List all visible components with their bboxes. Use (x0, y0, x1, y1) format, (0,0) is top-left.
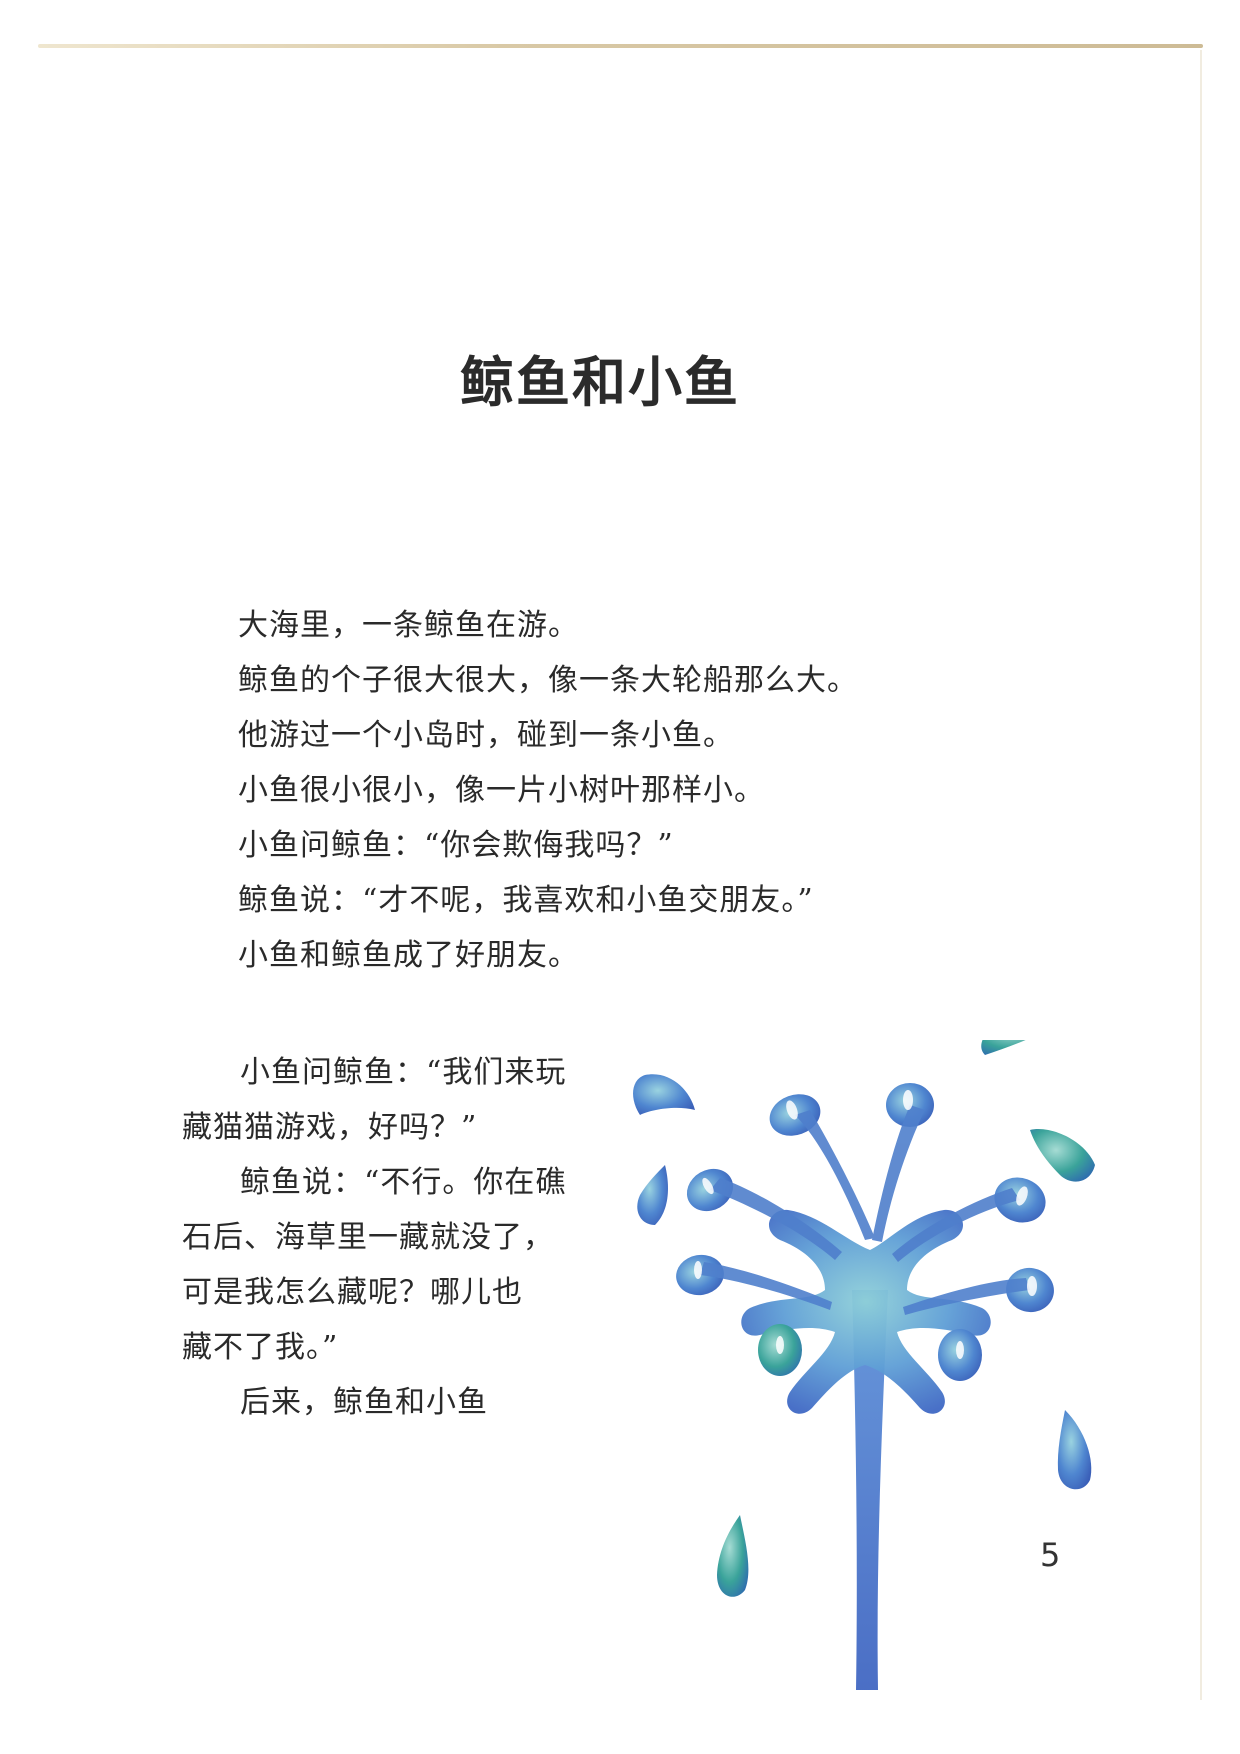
whale-spout-illustration (633, 1040, 1095, 1690)
spout-core (741, 1209, 991, 1414)
text-line: 鲸鱼的个子很大很大，像一条大轮船那么大。 (238, 663, 858, 698)
page-number: 5 (1040, 1536, 1061, 1574)
text-line: 小鱼很小很小，像一片小树叶那样小。 (238, 773, 765, 808)
story-paragraph-2: 小鱼问鲸鱼：“我们来玩 藏猫猫游戏，好吗？” 鲸鱼说：“不行。你在礁 石后、海草… (182, 1045, 602, 1430)
text-line: 小鱼和鲸鱼成了好朋友。 (238, 938, 579, 973)
page-top-edge (38, 44, 1203, 48)
text-line: 大海里，一条鲸鱼在游。 (238, 608, 579, 643)
text-line: 后来，鲸鱼和小鱼 (240, 1385, 488, 1420)
text-line: 可是我怎么藏呢？哪儿也 (182, 1275, 523, 1310)
droplet (637, 1165, 668, 1225)
text-line: 鲸鱼说：“才不呢，我喜欢和小鱼交朋友。” (238, 883, 814, 918)
story-title: 鲸鱼和小鱼 (460, 351, 740, 414)
text-line: 石后、海草里一藏就没了， (182, 1220, 554, 1255)
droplet (633, 1074, 695, 1115)
text-line: 藏不了我。” (182, 1330, 339, 1365)
droplet (1030, 1129, 1095, 1182)
story-paragraph-1: 大海里，一条鲸鱼在游。 鲸鱼的个子很大很大，像一条大轮船那么大。 他游过一个小岛… (238, 598, 858, 983)
water-droplets (633, 1040, 1095, 1597)
text-line: 他游过一个小岛时，碰到一条小鱼。 (238, 718, 734, 753)
text-line: 小鱼问鲸鱼：“我们来玩 (240, 1055, 567, 1090)
text-line: 鲸鱼说：“不行。你在礁 (240, 1165, 567, 1200)
splash-highlights (694, 1090, 1037, 1359)
page-right-edge (1200, 50, 1202, 1700)
splash-arms (700, 1105, 1030, 1315)
text-line: 小鱼问鲸鱼：“你会欺侮我吗？” (238, 828, 674, 863)
droplet (981, 1040, 1026, 1055)
droplet (717, 1515, 749, 1597)
spout-stem (852, 1290, 888, 1690)
text-line: 藏猫猫游戏，好吗？” (182, 1110, 478, 1145)
droplet (1057, 1410, 1092, 1490)
